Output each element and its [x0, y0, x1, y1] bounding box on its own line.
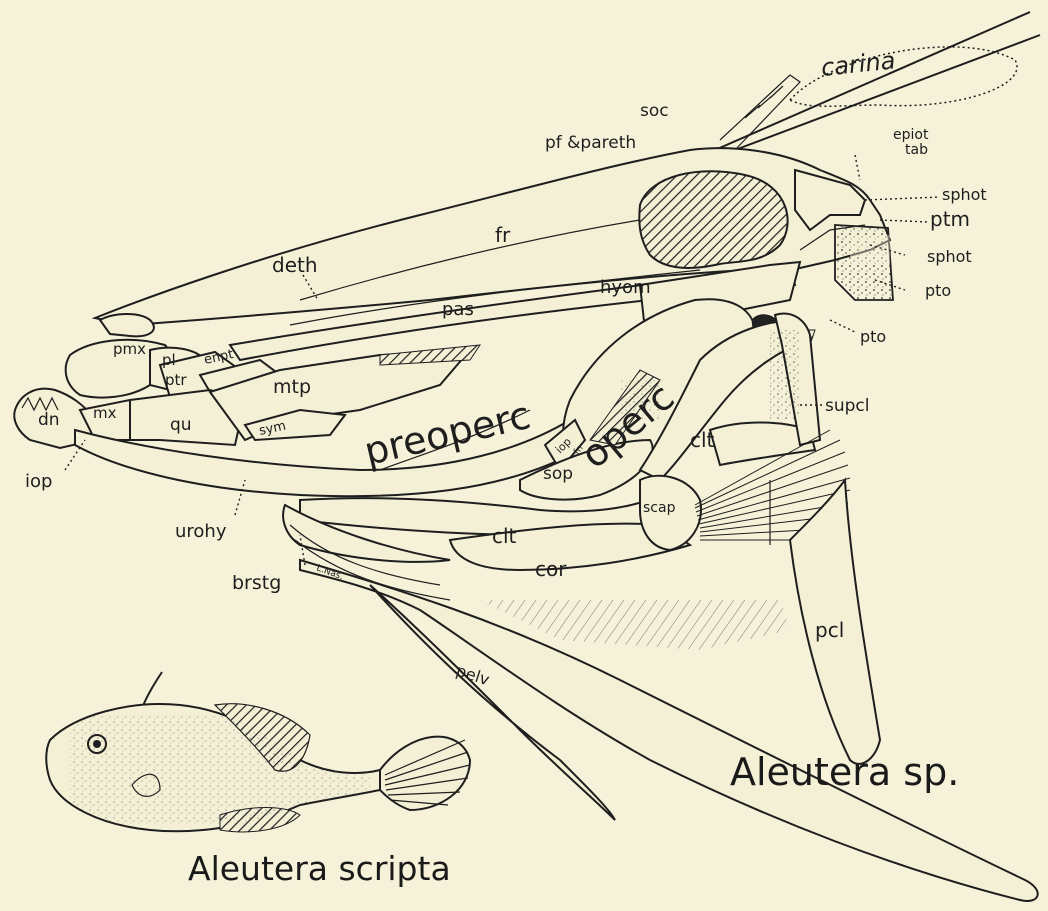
label-pf-pareth: pf &pareth	[545, 133, 636, 153]
label-brstg: brstg	[232, 572, 281, 594]
label-epiot: epiot	[893, 127, 929, 143]
inset-tail-fin	[380, 737, 470, 810]
label-soc: soc	[640, 101, 669, 121]
mark-l-nas: L.Nas.	[315, 563, 344, 582]
label-pto-upper: pto	[925, 281, 951, 300]
inset-species-caption: Aleutera scripta	[188, 849, 451, 888]
label-sphot-upper: sphot	[942, 185, 987, 204]
label-fr: fr	[495, 223, 511, 247]
label-ptm: ptm	[930, 207, 970, 231]
label-pcl: pcl	[815, 618, 844, 642]
dorsal-spine	[715, 12, 1030, 150]
label-tab: tab	[905, 142, 928, 158]
label-pmx: pmx	[113, 340, 146, 358]
label-sop: sop	[543, 464, 573, 484]
label-clt-upper: clt	[690, 428, 715, 452]
label-ptr: ptr	[165, 371, 187, 389]
label-pto-lower: pto	[860, 327, 886, 346]
label-iop: iop	[25, 471, 52, 492]
premaxilla	[100, 314, 154, 336]
label-scap: scap	[643, 500, 676, 516]
label-carina: carina	[820, 46, 897, 82]
label-hyom: hyom	[600, 277, 651, 298]
label-clt-lower: clt	[492, 524, 517, 548]
label-mx: mx	[93, 404, 117, 422]
main-species-caption: Aleutera sp.	[730, 750, 959, 794]
mtp-hatch	[380, 345, 480, 365]
label-sphot-lower: sphot	[927, 247, 972, 266]
label-cor: cor	[535, 557, 567, 581]
label-dn: dn	[38, 410, 60, 430]
label-pl: pl	[162, 351, 176, 369]
orbit	[639, 171, 787, 268]
inset-fish-drawing	[46, 672, 470, 832]
label-deth: deth	[272, 253, 318, 277]
label-urohy: urohy	[175, 521, 227, 542]
label-supcl: supcl	[825, 396, 870, 416]
label-qu: qu	[170, 415, 192, 435]
label-mtp: mtp	[273, 376, 311, 398]
label-pas: pas	[442, 299, 474, 320]
